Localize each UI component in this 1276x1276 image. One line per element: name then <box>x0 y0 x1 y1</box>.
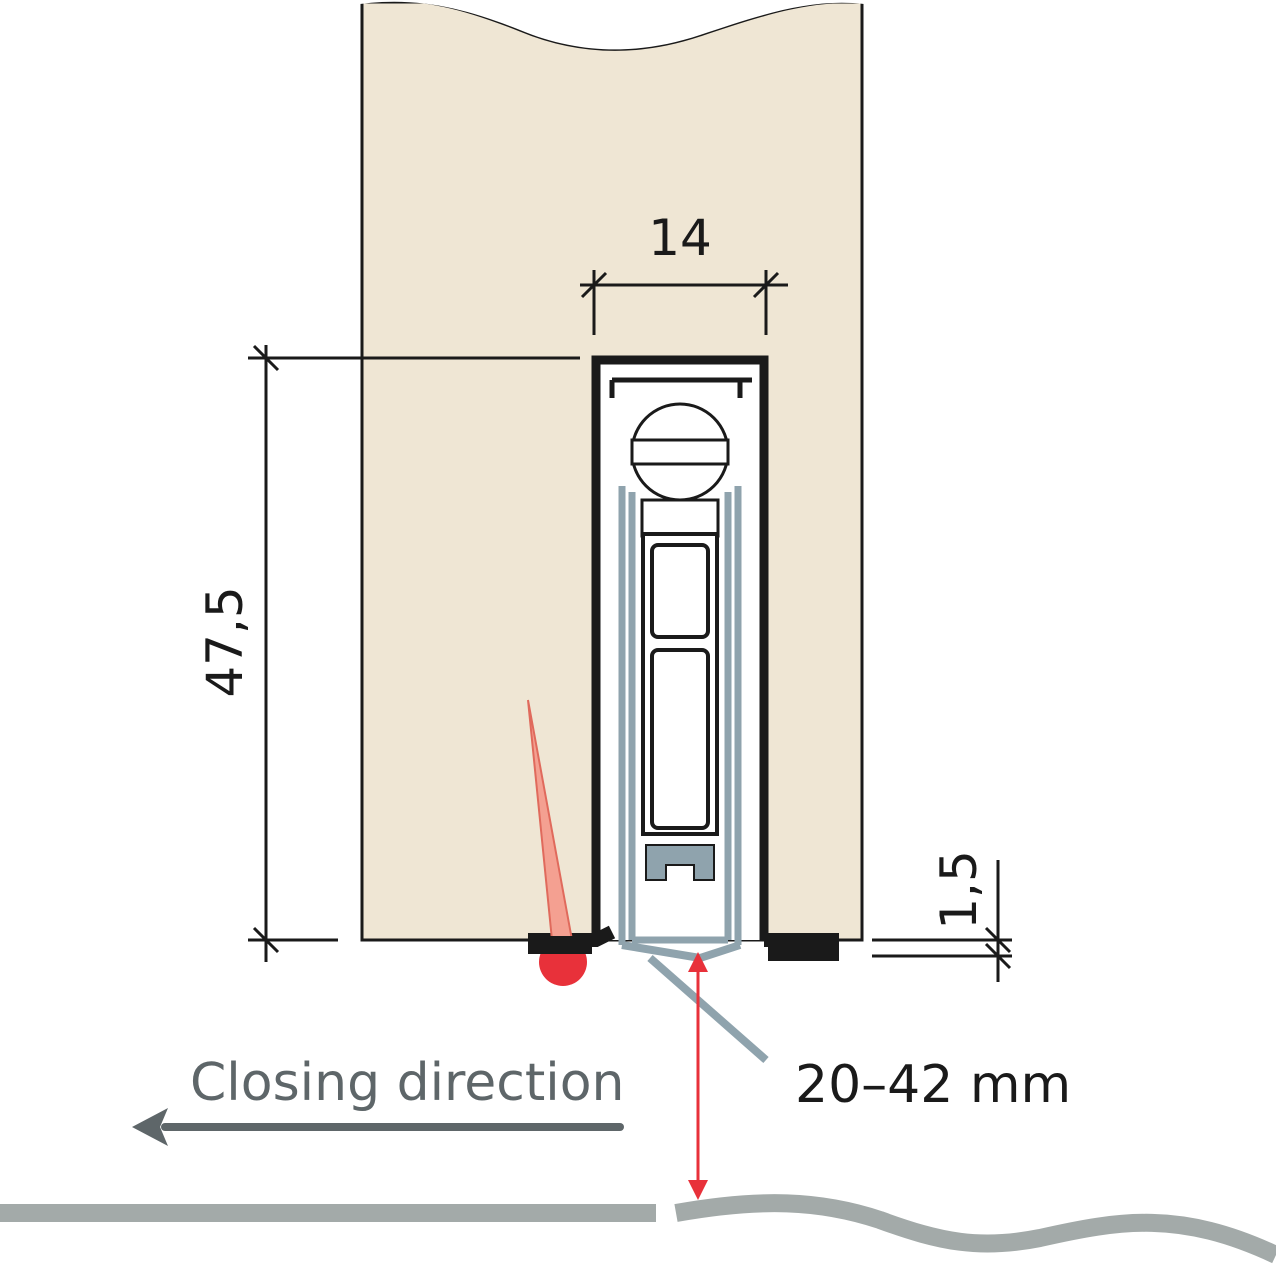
dimension-offset-label: 1,5 <box>930 850 988 930</box>
housing-flange-right <box>764 933 839 961</box>
rail-slot-lower <box>650 648 710 830</box>
dimension-width <box>580 270 788 335</box>
dimension-offset <box>872 860 1012 982</box>
floor-line-right <box>674 1194 1276 1264</box>
release-button-housing <box>528 936 592 954</box>
drop-range-arrow-head-top <box>688 952 708 972</box>
housing-profile <box>591 355 769 940</box>
door-top-edge <box>360 0 864 50</box>
seal-holder <box>645 844 715 881</box>
dimension-width-label: 14 <box>648 209 712 267</box>
housing-inner-top <box>609 377 752 398</box>
closing-direction-label: Closing direction <box>190 1053 624 1113</box>
screw-slot <box>630 438 730 466</box>
dimension-height <box>248 344 580 962</box>
range-leader-line <box>647 954 769 1064</box>
seal-lip <box>621 941 742 963</box>
range-label: 20–42 mm <box>795 1055 1071 1115</box>
rail-slot-upper <box>650 543 710 639</box>
seal-carrier <box>618 486 742 945</box>
closing-direction-arrow-head <box>132 1108 168 1146</box>
drop-range-arrow-head-bottom <box>688 1180 708 1200</box>
dimension-height-label: 47,5 <box>196 586 254 697</box>
screw-body <box>640 498 720 538</box>
